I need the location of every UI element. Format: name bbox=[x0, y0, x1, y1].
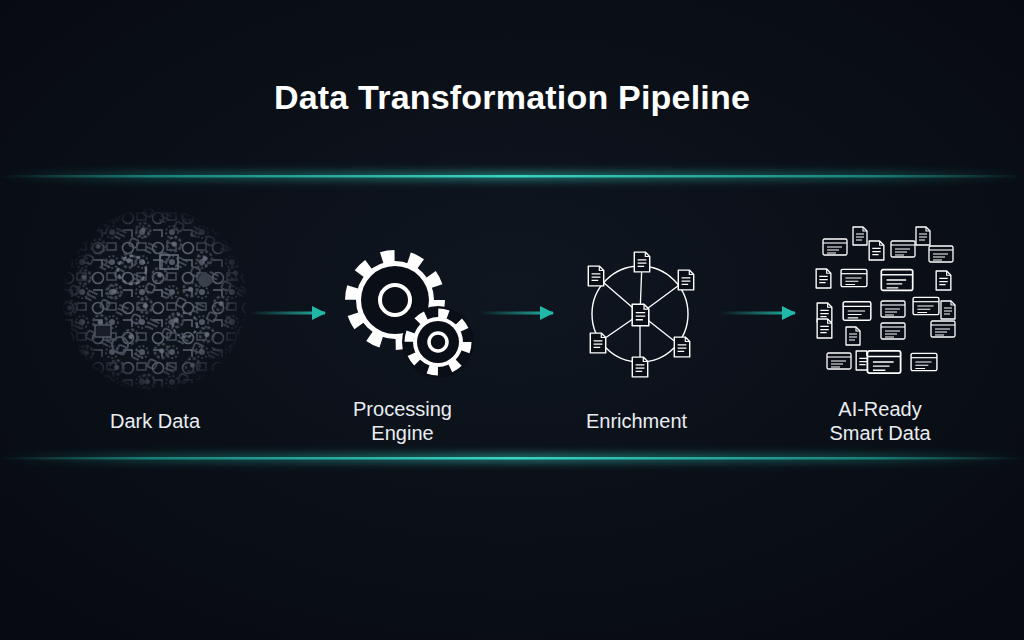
stage-label: AI-Ready Smart Data bbox=[818, 397, 943, 445]
stage-label-box: Enrichment bbox=[553, 396, 720, 446]
pipeline-stage: Enrichment bbox=[553, 210, 720, 446]
stage-label-box: AI-Ready Smart Data bbox=[795, 396, 965, 446]
smart-data-grid bbox=[816, 227, 955, 373]
network-icon bbox=[588, 252, 693, 377]
stage-label: Processing Engine bbox=[340, 397, 465, 445]
stage-label: Dark Data bbox=[110, 409, 200, 433]
stage-label-box: Processing Engine bbox=[325, 396, 480, 446]
divider-bottom bbox=[0, 454, 1024, 462]
divider-top bbox=[0, 172, 1024, 180]
flow-arrow bbox=[250, 312, 325, 315]
gear-icon bbox=[351, 256, 474, 378]
flow-arrow bbox=[480, 312, 553, 315]
stage-label: Enrichment bbox=[586, 409, 687, 433]
dark-data-cluster bbox=[63, 208, 247, 392]
diagram-title: Data Transformation Pipeline bbox=[0, 78, 1024, 117]
stage-label-box: Dark Data bbox=[60, 396, 250, 446]
pipeline-stage: Dark Data bbox=[60, 210, 250, 446]
pipeline-stage: Processing Engine bbox=[325, 210, 480, 446]
pipeline-stage: AI-Ready Smart Data bbox=[795, 210, 965, 446]
flow-arrow bbox=[720, 312, 795, 315]
